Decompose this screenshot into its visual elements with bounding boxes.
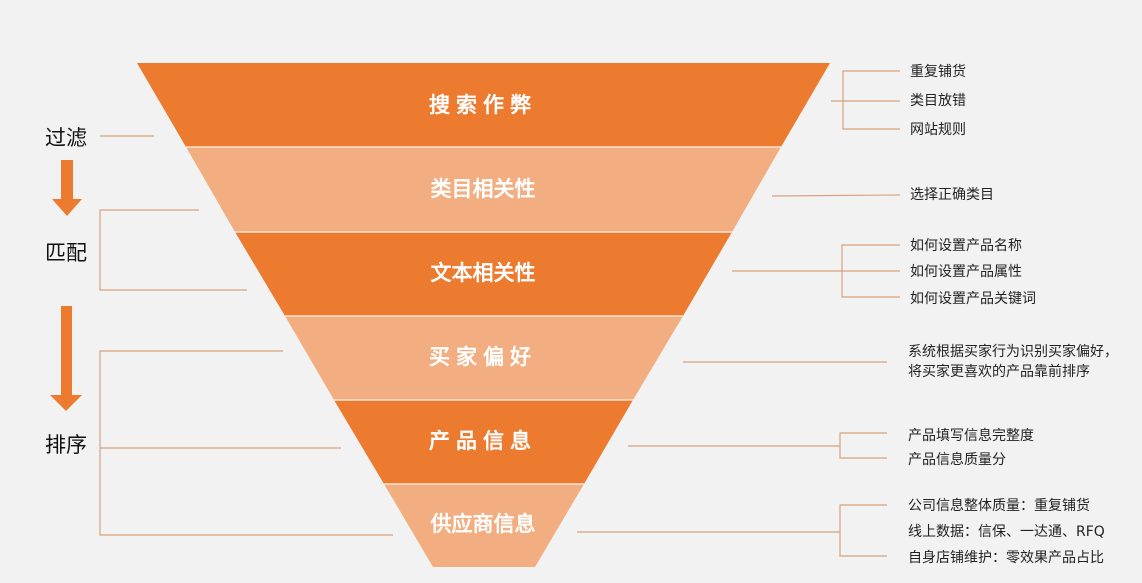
- note-item: 将买家更喜欢的产品靠前排序: [908, 364, 1090, 380]
- arrow-down-icon: [50, 306, 82, 411]
- arrow-down-icon: [52, 160, 82, 216]
- funnel-band-2: [186, 147, 781, 232]
- band-label-supplier-info: 供应商信息: [430, 512, 536, 536]
- note-item: 公司信息整体质量：重复铺货: [908, 498, 1090, 514]
- note-item: 线上数据：信保、一达通、RFQ: [908, 524, 1105, 540]
- band-label-buyer-preference: 买家偏好: [429, 345, 537, 369]
- stage-label-filter: 过滤: [45, 126, 87, 150]
- stage-label-rank: 排序: [45, 433, 87, 457]
- note-item: 网站规则: [910, 122, 966, 138]
- stage-label-match: 匹配: [45, 241, 87, 265]
- funnel-band-4: [285, 316, 683, 400]
- right-connectors: [577, 70, 901, 557]
- note-item: 如何设置产品关键词: [910, 291, 1036, 307]
- left-connectors: [99, 135, 393, 536]
- note-item: 如何设置产品属性: [910, 264, 1022, 280]
- band-label-product-info: 产品信息: [429, 429, 537, 453]
- funnel-band-6: [384, 484, 584, 567]
- note-item: 自身店铺维护：零效果产品占比: [908, 550, 1104, 566]
- funnel-band-5: [334, 400, 633, 484]
- note-item: 选择正确类目: [910, 187, 994, 203]
- note-item: 产品信息质量分: [908, 452, 1006, 468]
- note-item: 产品填写信息完整度: [908, 428, 1034, 444]
- note-item: 如何设置产品名称: [910, 238, 1022, 254]
- band-label-text-relevance: 文本相关性: [430, 261, 536, 285]
- band-label-search-cheating: 搜索作弊: [429, 93, 537, 117]
- band-label-category-relevance: 类目相关性: [430, 177, 536, 201]
- funnel-band-3: [235, 232, 732, 316]
- note-item: 系统根据买家行为识别买家偏好，: [908, 344, 1118, 360]
- note-item: 重复铺货: [910, 64, 966, 80]
- note-item: 类目放错: [910, 93, 966, 109]
- funnel-band-1: [137, 63, 830, 147]
